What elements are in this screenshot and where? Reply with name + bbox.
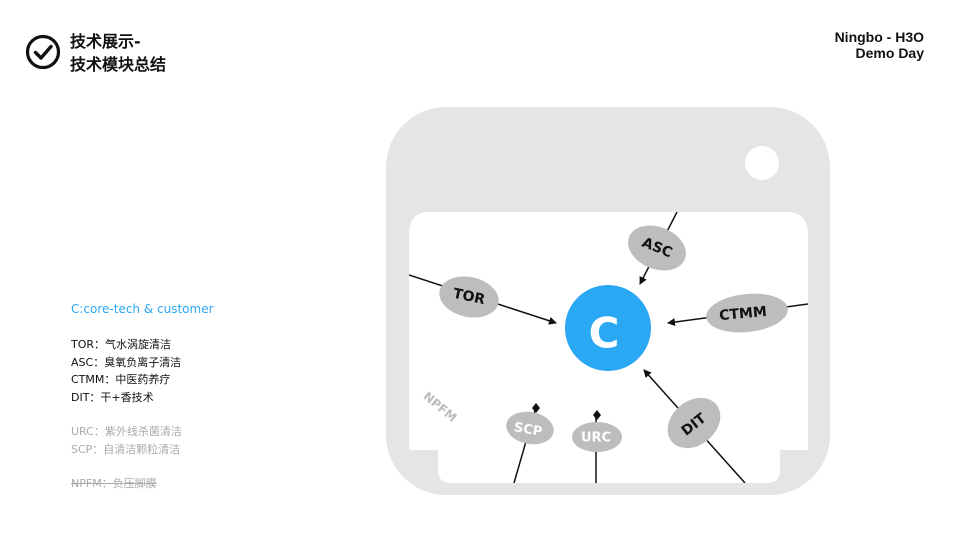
legend-item-dit: DIT：干+香技术 — [71, 390, 154, 404]
center-node: C — [565, 285, 651, 371]
node-ctmm: CTMM — [706, 293, 788, 333]
event-label: Ningbo - H3O Demo Day — [835, 29, 924, 61]
page-title-line-2: 技术模块总结 — [70, 55, 167, 74]
node-tor-label: TOR — [452, 286, 487, 308]
legend: C:core-tech & customer TOR：气水涡旋清洁 ASC：臭氧… — [71, 302, 214, 493]
node-ctmm-label: CTMM — [719, 304, 768, 324]
event-label-line-2: Demo Day — [855, 45, 924, 61]
legend-item-urc: URC：紫外线杀菌清洁 — [71, 425, 182, 438]
device-lens-icon — [745, 146, 779, 180]
event-label-line-1: Ningbo - H3O — [834, 29, 924, 45]
node-tor: TOR — [439, 276, 499, 318]
node-scp-label: SCP — [513, 420, 544, 440]
legend-muted-group: URC：紫外线杀菌清洁 SCP：自清洁颗粒清洁 — [71, 423, 214, 458]
diamond-marker-scp-icon — [532, 403, 540, 413]
legend-item-asc: ASC：臭氧负离子清洁 — [71, 355, 182, 369]
legend-item-tor: TOR：气水涡旋清洁 — [71, 338, 172, 351]
legend-accent-label: C:core-tech & customer — [71, 302, 214, 316]
center-node-label: C — [589, 309, 620, 358]
page-title-line-1: 技术展示- — [70, 32, 141, 51]
legend-item-npfm: NPFM：负压脚膜 — [71, 477, 157, 490]
node-urc: URC — [572, 422, 622, 452]
node-scp: SCP — [506, 411, 554, 445]
node-dit: DIT — [667, 397, 721, 449]
node-asc: ASC — [628, 225, 686, 271]
page-title: 技术展示- 技术模块总结 — [70, 30, 166, 76]
legend-item-scp: SCP：自清洁颗粒清洁 — [71, 442, 181, 456]
legend-item-ctmm: CTMM：中医药养疗 — [71, 373, 171, 386]
node-urc-label: URC — [581, 431, 611, 446]
check-circle-icon — [25, 34, 61, 70]
diamond-marker-urc-icon — [593, 410, 601, 420]
legend-core-group: TOR：气水涡旋清洁 ASC：臭氧负离子清洁 CTMM：中医药养疗 DIT：干+… — [71, 336, 214, 406]
